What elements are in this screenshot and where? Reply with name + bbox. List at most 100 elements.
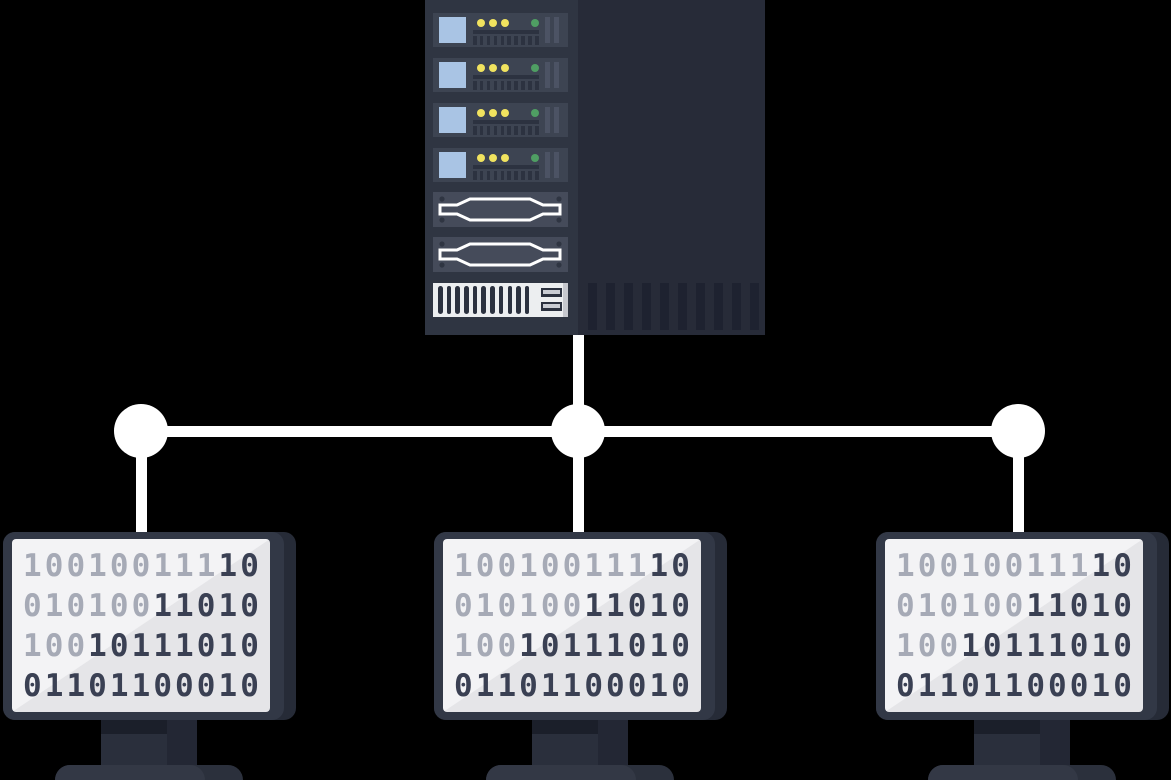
- binary-digit: 0: [961, 667, 980, 704]
- binary-digit: 0: [497, 627, 517, 664]
- binary-digit: 0: [1069, 667, 1089, 704]
- binary-digit: 1: [66, 667, 86, 704]
- binary-digit: 0: [240, 667, 259, 704]
- binary-digit: 1: [540, 667, 560, 704]
- server-unit: [433, 103, 568, 137]
- binary-digit: 0: [519, 667, 538, 704]
- binary-digit: 1: [1048, 627, 1067, 664]
- monitor-base-highlight: [486, 765, 636, 780]
- binary-digit: 1: [519, 547, 538, 584]
- binary-digit: 1: [1004, 667, 1024, 704]
- server-panel-blue: [439, 152, 466, 178]
- binary-digit: 1: [627, 547, 647, 584]
- status-led-green-icon: [531, 19, 539, 27]
- binary-digit: 1: [896, 627, 915, 664]
- binary-digit: 1: [584, 587, 603, 624]
- binary-digit: 0: [1113, 627, 1132, 664]
- binary-digit: 1: [88, 627, 107, 664]
- binary-digit: 0: [131, 547, 151, 584]
- binary-digit: 0: [23, 587, 42, 624]
- server-panel-blue: [439, 62, 466, 88]
- status-led-yellow-icon: [489, 154, 497, 162]
- binary-digit: 0: [454, 667, 473, 704]
- binary-digit: 0: [475, 627, 495, 664]
- binary-digit: 1: [1091, 587, 1111, 624]
- binary-digit: 1: [153, 627, 172, 664]
- binary-digit: 1: [584, 547, 603, 584]
- binary-digit: 0: [671, 667, 690, 704]
- server-rack-side: [578, 0, 765, 335]
- monitor-base: [486, 765, 674, 780]
- drive-bay: [433, 192, 568, 227]
- binary-digit: 0: [196, 587, 216, 624]
- binary-digit: 0: [1069, 627, 1089, 664]
- status-led-yellow-icon: [501, 19, 509, 27]
- io-port-icon: [541, 288, 562, 297]
- network-node-center: [551, 404, 605, 458]
- server-slot: [554, 17, 559, 43]
- server-slot: [554, 152, 559, 178]
- binary-digit: 1: [131, 627, 151, 664]
- binary-digit: 0: [240, 627, 259, 664]
- binary-digit: 1: [961, 627, 980, 664]
- status-led-yellow-icon: [477, 109, 485, 117]
- binary-digit: 1: [175, 627, 194, 664]
- server-vent-comb: [473, 126, 539, 135]
- server-vent-comb: [473, 81, 539, 90]
- binary-digit: 0: [562, 587, 582, 624]
- network-link-left-client: [136, 431, 147, 533]
- binary-digit: 1: [153, 547, 172, 584]
- binary-digit: 1: [649, 627, 669, 664]
- binary-digit: 0: [23, 667, 42, 704]
- binary-digit: 0: [540, 627, 560, 664]
- status-led-yellow-icon: [501, 64, 509, 72]
- binary-digit: 0: [982, 587, 1002, 624]
- drive-bay: [433, 237, 568, 272]
- status-led-yellow-icon: [489, 64, 497, 72]
- binary-digit: 1: [1026, 627, 1045, 664]
- binary-digit: 1: [649, 667, 669, 704]
- binary-digit: 0: [475, 547, 495, 584]
- binary-digit: 0: [1026, 667, 1045, 704]
- binary-digit: 0: [896, 667, 915, 704]
- server-slot: [554, 107, 559, 133]
- binary-digit: 1: [1026, 587, 1045, 624]
- binary-digit: 1: [88, 547, 107, 584]
- binary-digit: 1: [1026, 547, 1045, 584]
- rack-side-vent-stripes: [588, 283, 759, 330]
- binary-digit: 0: [1069, 587, 1089, 624]
- binary-digit: 0: [562, 547, 582, 584]
- binary-digit: 1: [44, 667, 64, 704]
- binary-digit: 0: [1048, 667, 1067, 704]
- drive-bay-outline-icon: [438, 241, 562, 268]
- binary-digit: 1: [497, 667, 517, 704]
- binary-digit: 0: [671, 627, 690, 664]
- stand-side-shade: [167, 720, 197, 767]
- binary-digit: 1: [1091, 667, 1111, 704]
- vent-grille-icon: [438, 286, 530, 314]
- binary-digit: 0: [1004, 547, 1024, 584]
- binary-digit: 1: [153, 587, 172, 624]
- status-led-yellow-icon: [477, 64, 485, 72]
- binary-digit: 0: [627, 627, 647, 664]
- binary-digit: 0: [66, 587, 86, 624]
- monitor-stand: [974, 720, 1070, 767]
- server-unit: [433, 58, 568, 92]
- binary-digit: 1: [562, 627, 582, 664]
- binary-digit: 0: [1113, 547, 1132, 584]
- binary-digit: 0: [44, 547, 64, 584]
- binary-digit: 1: [649, 547, 669, 584]
- binary-digit: 0: [196, 627, 216, 664]
- binary-digit: 1: [939, 667, 959, 704]
